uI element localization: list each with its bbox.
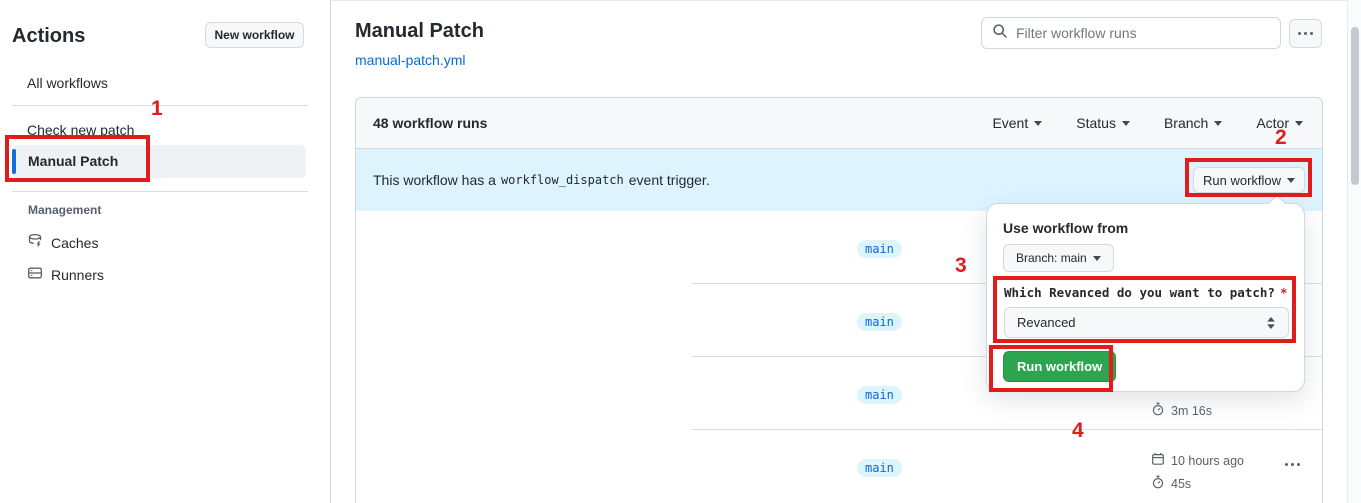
branch-badge[interactable]: main <box>857 240 902 258</box>
workflows-sidebar: Actions New workflow All workflows Check… <box>0 0 330 503</box>
sidebar-item-runners[interactable]: Runners <box>27 265 104 284</box>
kebab-icon <box>1285 463 1300 466</box>
sidebar-item-label: Runners <box>51 266 104 283</box>
run-options-button[interactable] <box>1285 463 1300 466</box>
cache-icon <box>27 233 43 252</box>
revanced-select[interactable]: Revanced <box>1004 307 1289 338</box>
sidebar-item-check-new-patch[interactable]: Check new patch <box>27 122 135 138</box>
run-time: 10 hours ago <box>1151 452 1244 469</box>
management-heading: Management <box>28 203 102 217</box>
banner-text: event trigger. <box>628 172 710 188</box>
filter-actor[interactable]: Actor <box>1256 115 1303 131</box>
new-workflow-button[interactable]: New workflow <box>205 22 304 48</box>
chevron-down-icon <box>1287 177 1296 183</box>
runs-list-header: 48 workflow runs Event Status Branch Act… <box>356 98 1322 149</box>
sidebar-item-caches[interactable]: Caches <box>27 233 98 252</box>
annotation-step-3: 3 <box>955 254 967 277</box>
filter-branch[interactable]: Branch <box>1164 115 1223 131</box>
branch-badge[interactable]: main <box>857 313 902 331</box>
chevron-down-icon <box>1121 120 1130 126</box>
runs-count: 48 workflow runs <box>373 115 488 131</box>
runs-filters: Event Status Branch Actor <box>992 115 1303 131</box>
chevron-down-icon <box>1295 120 1303 126</box>
runners-icon <box>27 265 43 284</box>
workflow-run-row: main 10 hours ago <box>356 430 1322 503</box>
workflow-dispatch-banner: This workflow has a workflow_dispatch ev… <box>356 149 1322 211</box>
sidebar-title: Actions <box>12 25 86 47</box>
required-indicator: * <box>1279 285 1288 300</box>
selected-accent-bar <box>12 149 16 174</box>
workflow-input-label: Which Revanced do you want to patch?* <box>1004 285 1288 300</box>
annotation-step-2: 2 <box>1275 126 1287 149</box>
top-border <box>0 0 1361 1</box>
banner-code: workflow_dispatch <box>500 173 624 187</box>
filter-status[interactable]: Status <box>1076 115 1130 131</box>
run-workflow-submit-button[interactable]: Run workflow <box>1003 351 1117 382</box>
run-workflow-dropdown-button[interactable]: Run workflow <box>1193 167 1305 193</box>
updown-caret-icon <box>1267 316 1275 329</box>
sidebar-item-manual-patch[interactable]: Manual Patch <box>12 145 306 178</box>
run-duration: 3m 16s <box>1151 402 1212 419</box>
search-icon <box>992 23 1008 44</box>
filter-runs-input[interactable]: Filter workflow runs <box>981 17 1281 49</box>
branch-badge[interactable]: main <box>857 459 902 477</box>
run-duration: 45s <box>1151 475 1191 492</box>
annotation-step-1: 1 <box>151 97 163 120</box>
sidebar-divider <box>330 0 331 503</box>
chevron-down-icon <box>1034 120 1043 126</box>
search-placeholder: Filter workflow runs <box>1016 25 1137 41</box>
banner-text: This workflow has a <box>373 172 496 188</box>
annotation-step-4: 4 <box>1072 419 1084 442</box>
divider <box>12 105 308 106</box>
workflow-run-row: main 3m 16s <box>356 357 1322 430</box>
branch-badge[interactable]: main <box>857 386 902 404</box>
workflow-file-link[interactable]: manual-patch.yml <box>355 52 466 68</box>
sidebar-item-label: Caches <box>51 234 99 251</box>
workflow-runs-list: 48 workflow runs Event Status Branch Act… <box>355 97 1323 503</box>
stopwatch-icon <box>1151 475 1165 492</box>
divider <box>12 191 308 192</box>
sidebar-item-all-workflows[interactable]: All workflows <box>27 75 108 91</box>
workflow-more-options-button[interactable] <box>1289 19 1322 48</box>
filter-event[interactable]: Event <box>992 115 1043 131</box>
dialog-heading: Use workflow from <box>1003 220 1129 236</box>
branch-selector-button[interactable]: Branch: main <box>1003 244 1114 272</box>
row-divider <box>691 429 1322 430</box>
scrollbar-thumb[interactable] <box>1351 27 1359 185</box>
stopwatch-icon <box>1151 402 1165 419</box>
kebab-icon <box>1298 32 1313 35</box>
page-title: Manual Patch <box>355 20 484 42</box>
chevron-down-icon <box>1092 255 1101 261</box>
calendar-icon <box>1151 452 1165 469</box>
run-workflow-dialog: Use workflow from Branch: main Which Rev… <box>986 194 1305 392</box>
scrollbar-track <box>1347 0 1361 503</box>
chevron-down-icon <box>1214 120 1223 126</box>
sidebar-item-label: Manual Patch <box>28 153 119 169</box>
